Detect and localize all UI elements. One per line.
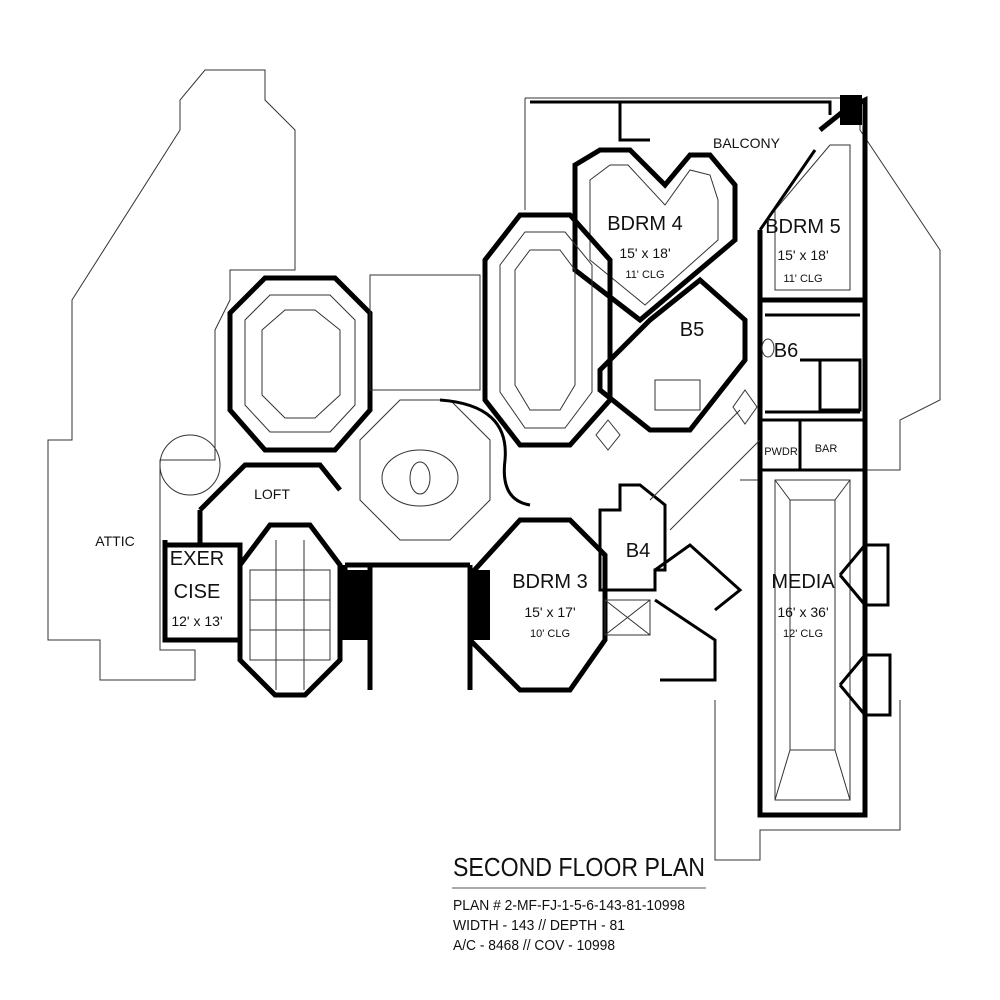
bdrm5-walls [757, 95, 868, 470]
lower-left-octagon [237, 522, 343, 698]
plan-area: A/C - 8468 // COV - 10998 [453, 937, 615, 954]
media-bay-lower [838, 653, 892, 717]
plan-number: PLAN # 2-MF-FJ-1-5-6-143-81-10998 [453, 897, 685, 914]
center-octagon-inner [499, 231, 593, 429]
bar-label: BAR [815, 443, 838, 455]
bdrm3-walls [467, 517, 608, 693]
loft-walls [197, 462, 342, 545]
bdrm5-inner [774, 144, 851, 291]
media-label: MEDIA [771, 571, 835, 593]
b5-tub [654, 379, 701, 411]
media-size: 16' x 36' [777, 604, 828, 620]
exercise-size: 12' x 13' [171, 613, 222, 629]
attic-label: ATTIC [95, 533, 134, 549]
b4-walls [598, 483, 667, 592]
bdrm4-label: BDRM 4 [607, 213, 683, 235]
b4-label: B4 [626, 540, 650, 562]
bdrm4-walls [572, 147, 738, 324]
spiral-stair [159, 434, 221, 496]
exercise-label-2: CISE [174, 581, 221, 603]
plan-title: SECOND FLOOR PLAN [453, 852, 705, 882]
media-bay-upper [838, 543, 890, 607]
plan-dimensions: WIDTH - 143 // DEPTH - 81 [453, 917, 625, 934]
bdrm5-label: BDRM 5 [765, 216, 841, 238]
entry-pier-right [470, 570, 490, 640]
bdrm5-size: 15' x 18' [777, 247, 828, 263]
bdrm3-label: BDRM 3 [512, 571, 588, 593]
bdrm4-inner [589, 164, 719, 306]
lower-stair [654, 543, 743, 682]
b5-label: B5 [680, 319, 704, 341]
glass-grid [249, 540, 331, 690]
b5-walls [597, 276, 748, 433]
bdrm4-size: 15' x 18' [619, 245, 670, 261]
diamond-left [595, 419, 621, 451]
bdrm5-window [758, 149, 817, 231]
pwdr-bar-walls [758, 418, 867, 472]
pwdr-label: PWDR [764, 446, 798, 458]
stair-landing [369, 274, 481, 391]
b6-label: B6 [774, 340, 798, 362]
bdrm3-ceiling: 10' CLG [530, 628, 570, 640]
loft-label: LOFT [254, 486, 290, 502]
bdrm3-size: 15' x 17' [524, 604, 575, 620]
roof-outline [47, 69, 296, 681]
entry-pier-left [343, 570, 368, 640]
diamond-right [732, 389, 758, 425]
media-walls [757, 470, 868, 818]
b4-closet [604, 599, 651, 636]
bdrm5-ceiling: 11' CLG [783, 273, 822, 285]
center-octagon-room [482, 212, 613, 448]
foyer-medallion [381, 449, 459, 507]
b6-walls [765, 313, 862, 414]
exercise-label-1: EXER [170, 548, 224, 570]
b6-sink [761, 338, 775, 358]
balcony-rail [530, 100, 832, 142]
left-octagon-room [227, 275, 373, 453]
curved-stair [439, 398, 531, 507]
media-ceiling: 12' CLG [783, 628, 823, 640]
foyer-medallion-inner [409, 461, 431, 495]
media-ceiling [774, 479, 851, 801]
balcony-label: BALCONY [713, 135, 781, 151]
bdrm4-ceiling: 11' CLG [625, 269, 664, 281]
foyer-octagon [359, 399, 491, 541]
left-octagon-inner [244, 294, 356, 433]
